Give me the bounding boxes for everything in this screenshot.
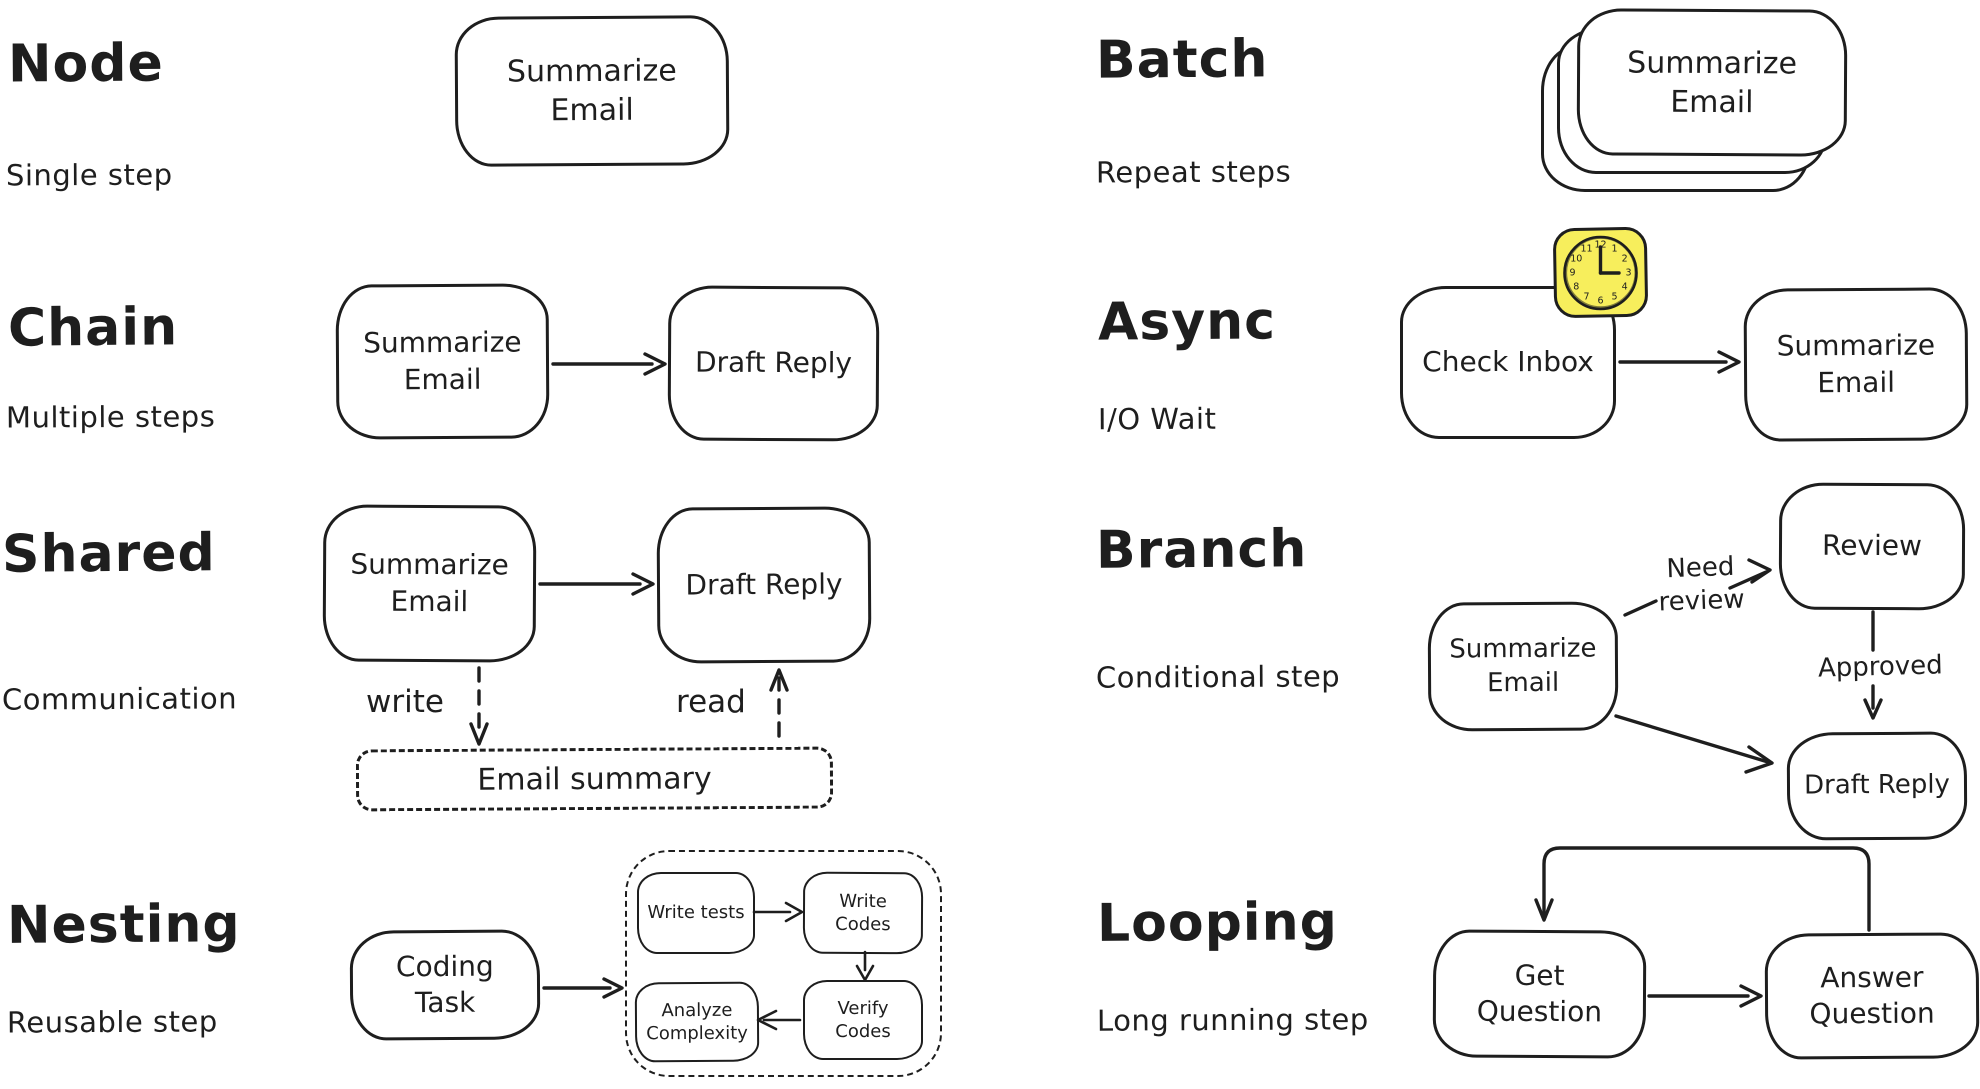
- svg-text:3: 3: [1625, 268, 1631, 279]
- svg-text:6: 6: [1597, 296, 1603, 307]
- svg-text:4: 4: [1622, 282, 1628, 293]
- nesting-inner-box-4: Verify Codes: [803, 980, 923, 1060]
- looping-title: Looping: [1096, 892, 1339, 954]
- node-subtitle: Single step: [5, 157, 173, 193]
- async-step2-box: Summarize Email: [1743, 287, 1969, 442]
- branch-source-box: Summarize Email: [1427, 601, 1619, 732]
- looping-subtitle: Long running step: [1096, 1002, 1369, 1038]
- nesting-container: [625, 850, 942, 1077]
- svg-text:1: 1: [1611, 243, 1617, 254]
- async-subtitle: I/O Wait: [1097, 401, 1217, 437]
- looping-step2-box: Answer Question: [1764, 932, 1980, 1060]
- branch-review-box: Review: [1778, 482, 1966, 611]
- shared-step1-box: Summarize Email: [322, 504, 537, 663]
- branch-approved-label: Approved: [1817, 650, 1944, 684]
- node-step-box: Summarize Email: [454, 15, 730, 167]
- nesting-main-arrow: [542, 977, 624, 999]
- shared-arrow: [538, 572, 655, 596]
- chain-arrow: [551, 352, 667, 376]
- chain-title: Chain: [7, 297, 179, 359]
- shared-store-box: Email summary: [355, 746, 834, 812]
- branch-need-review-label: Need review: [1658, 551, 1746, 617]
- batch-subtitle: Repeat steps: [1095, 154, 1292, 190]
- svg-text:10: 10: [1570, 254, 1582, 265]
- svg-text:5: 5: [1611, 292, 1617, 303]
- svg-text:9: 9: [1569, 268, 1575, 279]
- nesting-inner-box-3: Analyze Complexity: [634, 981, 760, 1063]
- nesting-title: Nesting: [6, 894, 241, 956]
- chain-step1-box: Summarize Email: [335, 283, 550, 440]
- looping-step1-box: Get Question: [1432, 929, 1647, 1059]
- branch-target-box: Draft Reply: [1786, 731, 1968, 841]
- nesting-subtitle: Reusable step: [6, 1004, 218, 1040]
- async-step1-box: Check Inbox: [1400, 286, 1616, 439]
- svg-text:12: 12: [1594, 240, 1606, 251]
- svg-text:8: 8: [1573, 282, 1579, 293]
- shared-read-label: read: [676, 684, 746, 720]
- chain-subtitle: Multiple steps: [5, 399, 216, 435]
- svg-text:7: 7: [1583, 292, 1589, 303]
- svg-text:11: 11: [1580, 243, 1592, 254]
- shared-title: Shared: [1, 523, 216, 585]
- shared-write-label: write: [366, 684, 444, 720]
- shared-read-arrow: [769, 668, 789, 738]
- looping-loopback-arrow: [1534, 846, 1871, 932]
- batch-title: Batch: [1095, 29, 1269, 91]
- shared-subtitle: Communication: [1, 681, 238, 717]
- node-title: Node: [7, 33, 164, 95]
- shared-write-arrow: [469, 666, 489, 746]
- async-title: Async: [1097, 291, 1277, 353]
- nesting-inner-box-2: Write Codes: [802, 871, 924, 955]
- branch-direct-arrow: [1614, 714, 1774, 774]
- nesting-outer-box: Coding Task: [349, 929, 541, 1041]
- batch-card-front: Summarize Email: [1576, 8, 1848, 157]
- branch-title: Branch: [1095, 519, 1308, 581]
- shared-step2-box: Draft Reply: [656, 506, 872, 664]
- async-arrow: [1618, 350, 1741, 374]
- svg-text:2: 2: [1622, 254, 1628, 265]
- branch-subtitle: Conditional step: [1095, 659, 1341, 695]
- looping-forward-arrow: [1647, 984, 1763, 1008]
- chain-step2-box: Draft Reply: [667, 285, 880, 442]
- nesting-inner-box-1: Write tests: [637, 872, 755, 954]
